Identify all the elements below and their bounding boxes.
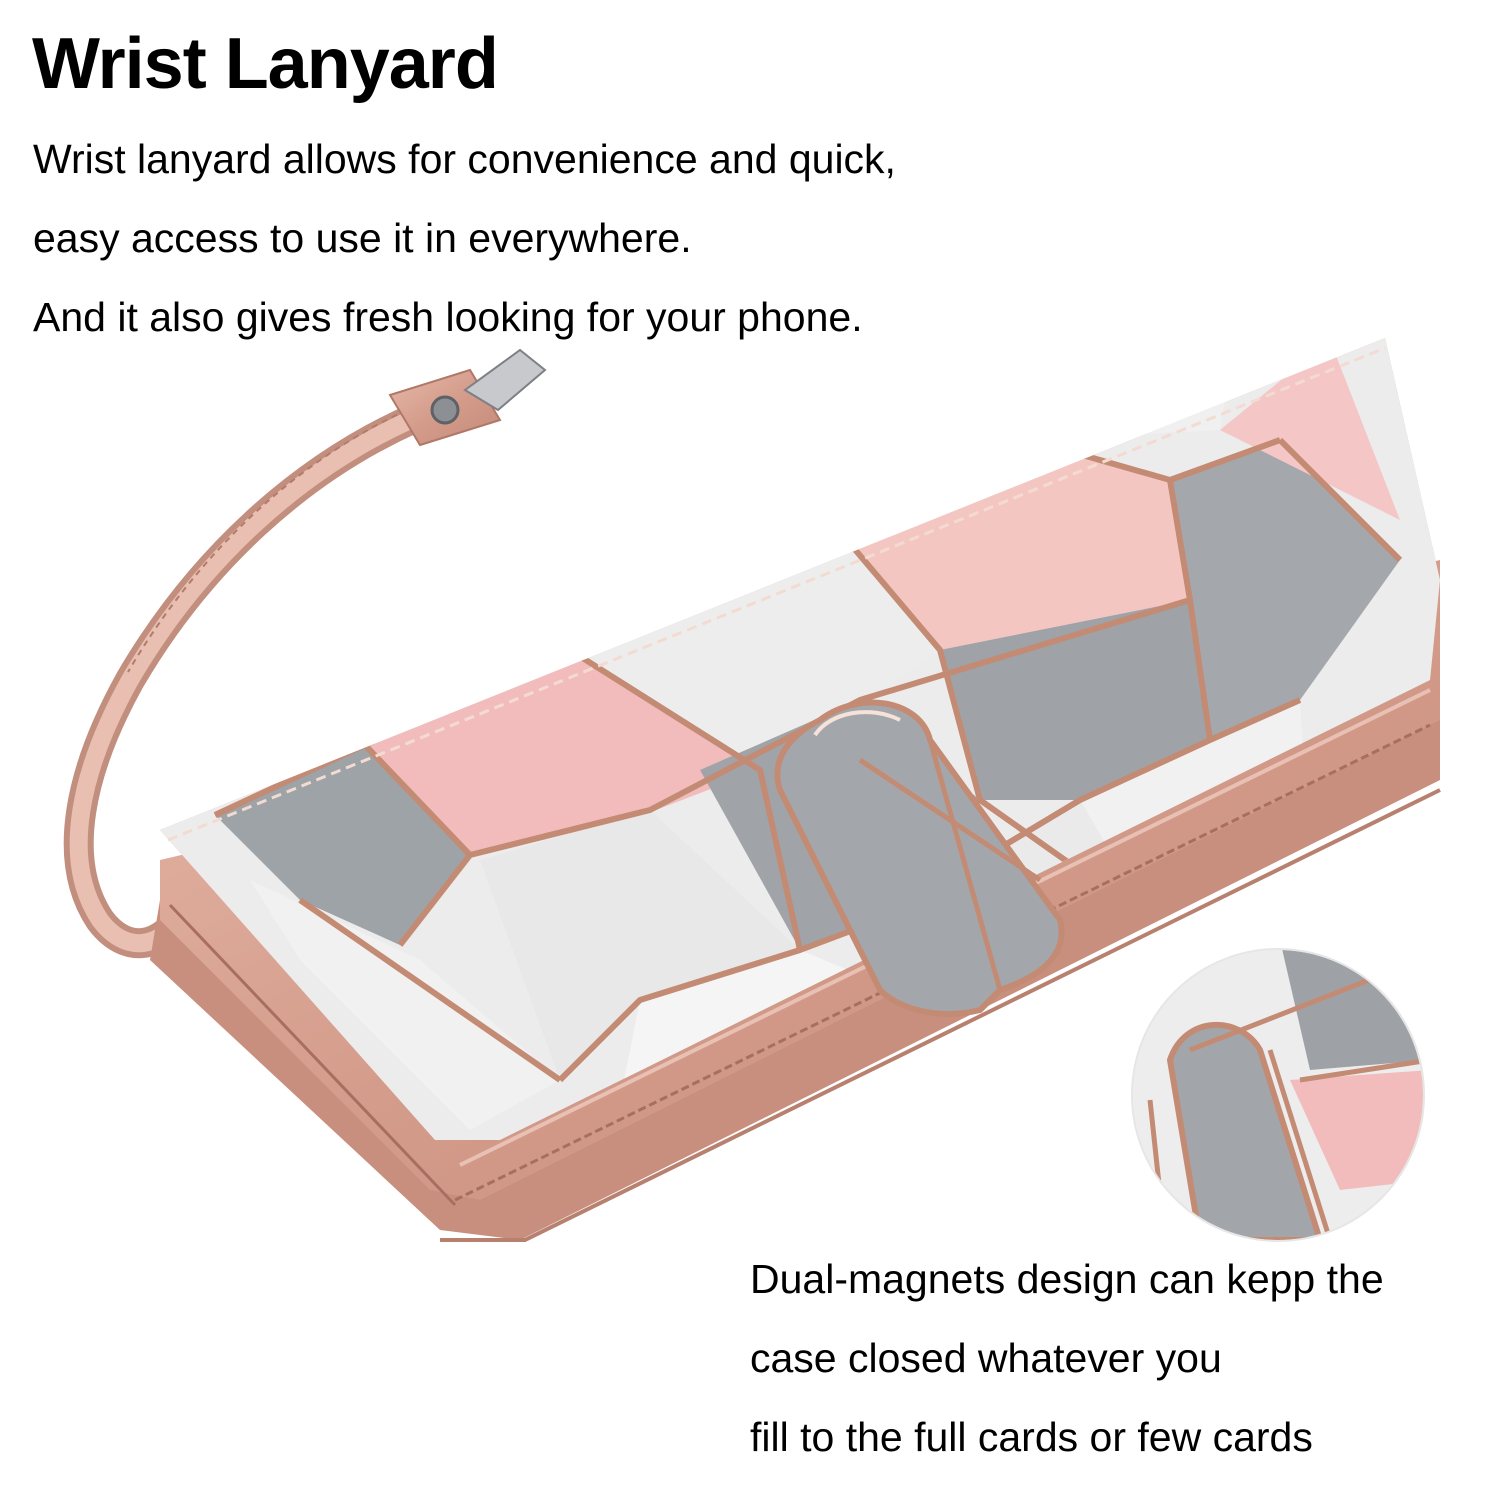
intro-description: Wrist lanyard allows for convenience and…	[33, 120, 1133, 357]
closure-zoom-detail	[1131, 948, 1425, 1242]
feature-description: Dual-magnets design can kepp the case cl…	[750, 1240, 1490, 1477]
feature-line: fill to the full cards or few cards	[750, 1414, 1313, 1460]
intro-line: easy access to use it in everywhere.	[33, 215, 692, 261]
intro-line: Wrist lanyard allows for convenience and…	[33, 136, 896, 182]
intro-line: And it also gives fresh looking for your…	[33, 294, 863, 340]
page-title: Wrist Lanyard	[32, 24, 499, 104]
magnetic-closure-strap	[774, 699, 1065, 1017]
feature-line: Dual-magnets design can kepp the	[750, 1256, 1384, 1302]
lanyard-snap-connector	[388, 348, 547, 447]
feature-line: case closed whatever you	[750, 1335, 1222, 1381]
